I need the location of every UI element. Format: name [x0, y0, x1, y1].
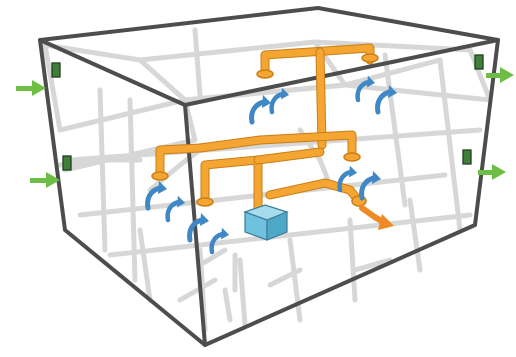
vent-grille-icon — [462, 149, 472, 165]
outflow-arrows — [478, 67, 514, 180]
diffuser-low-left — [196, 197, 214, 207]
curved-arrow-icon — [252, 95, 271, 122]
diffuser-mid-left — [151, 171, 169, 181]
diffuser-top-right — [361, 53, 379, 63]
wall-vents — [51, 54, 484, 171]
diffuser-mid-right — [343, 152, 361, 162]
vent-grille-icon — [51, 62, 61, 78]
duct-network — [155, 43, 375, 215]
diffuser-top-left — [256, 69, 274, 79]
exhaust-arrow-icon — [359, 205, 394, 230]
supply-diffusers — [151, 53, 379, 207]
vent-grille-icon — [474, 54, 484, 70]
arrow-right-icon — [16, 80, 46, 96]
room-grid — [42, 27, 493, 333]
cube-icon — [243, 204, 289, 241]
arrow-right-icon — [486, 67, 514, 83]
intake-arrows — [16, 80, 60, 188]
vent-grille-icon — [62, 155, 72, 171]
curved-arrow-icon — [168, 196, 185, 220]
arrow-right-icon — [30, 172, 60, 188]
arrow-right-icon — [478, 164, 506, 180]
